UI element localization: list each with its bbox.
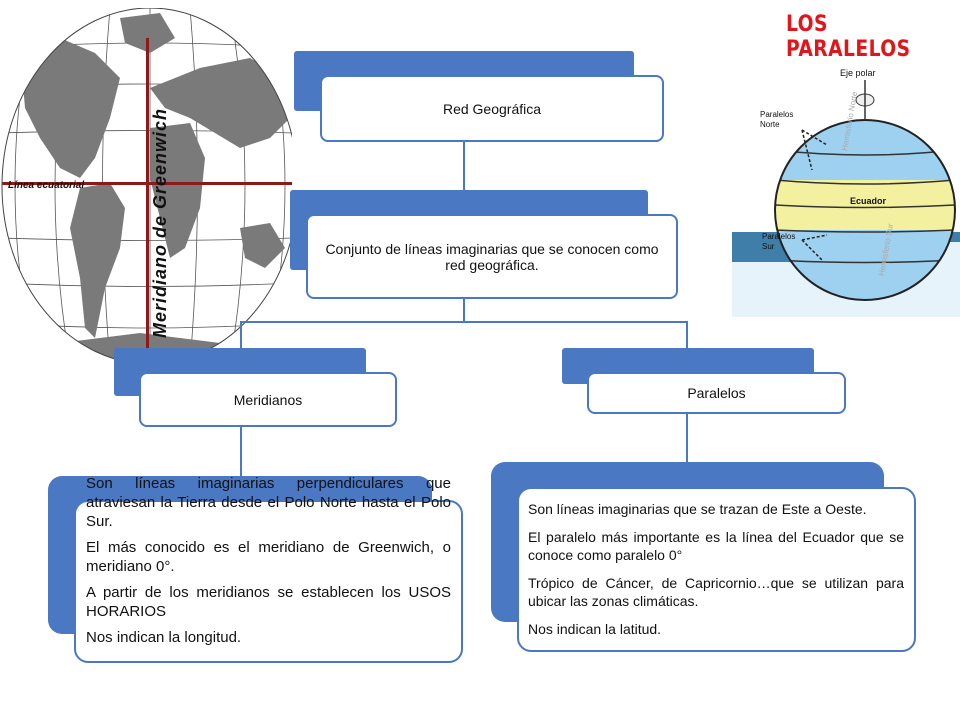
meridianos-text: Son líneas imaginarias perpendiculares q… xyxy=(86,474,451,654)
meridianos-line-2: El más conocido es el meridiano de Green… xyxy=(86,539,451,575)
equator-label: Línea ecuatorial xyxy=(8,180,85,191)
root-node-label: Red Geográfica xyxy=(442,100,542,117)
ecuador-label: Ecuador xyxy=(850,196,887,206)
paralelos-image: Eje polar Paralelos Norte Ecuador Parale… xyxy=(732,60,960,317)
world-map-image: Línea ecuatorial Meridiano de Greenwich xyxy=(0,7,299,365)
paralelos-line-3: Trópico de Cáncer, de Capricornio…que se… xyxy=(528,575,904,609)
greenwich-label: Meridiano de Greenwich xyxy=(150,107,170,338)
paralelos-line-1: Son líneas imaginarias que se trazan de … xyxy=(528,501,867,517)
meridianos-node-label: Meridianos xyxy=(233,391,303,408)
meridianos-line-3: A partir de los meridianos se establecen… xyxy=(86,584,451,620)
paralelos-norte-label: Paralelos Norte xyxy=(760,110,794,129)
paralelos-line-2: El paralelo más importante es la línea d… xyxy=(528,529,904,563)
paralelos-sur-label: Paralelos Sur xyxy=(762,232,796,251)
eje-polar-label: Eje polar xyxy=(840,68,876,78)
paralelos-text-card xyxy=(517,487,916,652)
connector-definition-branch xyxy=(463,298,465,322)
paralelos-line-4: Nos indican la latitud. xyxy=(528,621,662,637)
connector-root-definition xyxy=(463,142,465,190)
connector-left-drop xyxy=(240,321,242,348)
meridianos-node: Meridianos xyxy=(139,372,397,427)
root-node: Red Geográfica xyxy=(320,75,664,142)
paralelos-graphic xyxy=(732,80,960,317)
definition-node: Conjunto de líneas imaginarias que se co… xyxy=(306,214,678,299)
meridianos-line-1: Son líneas imaginarias perpendiculares q… xyxy=(86,475,451,530)
paralelos-title: LOS PARALELOS xyxy=(786,12,911,62)
definition-node-label: Conjunto de líneas imaginarias que se co… xyxy=(325,240,659,273)
meridianos-text-card xyxy=(74,500,463,663)
paralelos-node-label: Paralelos xyxy=(687,385,746,401)
connector-meridianos-text xyxy=(240,426,242,476)
connector-horizontal xyxy=(240,321,688,323)
connector-right-drop xyxy=(686,321,688,348)
paralelos-text: Son líneas imaginarias que se trazan de … xyxy=(528,500,904,648)
world-map-graphic xyxy=(1,7,299,365)
meridianos-line-4: Nos indican la longitud. xyxy=(86,629,242,646)
paralelos-node: Paralelos xyxy=(587,372,846,414)
connector-paralelos-text xyxy=(686,413,688,463)
